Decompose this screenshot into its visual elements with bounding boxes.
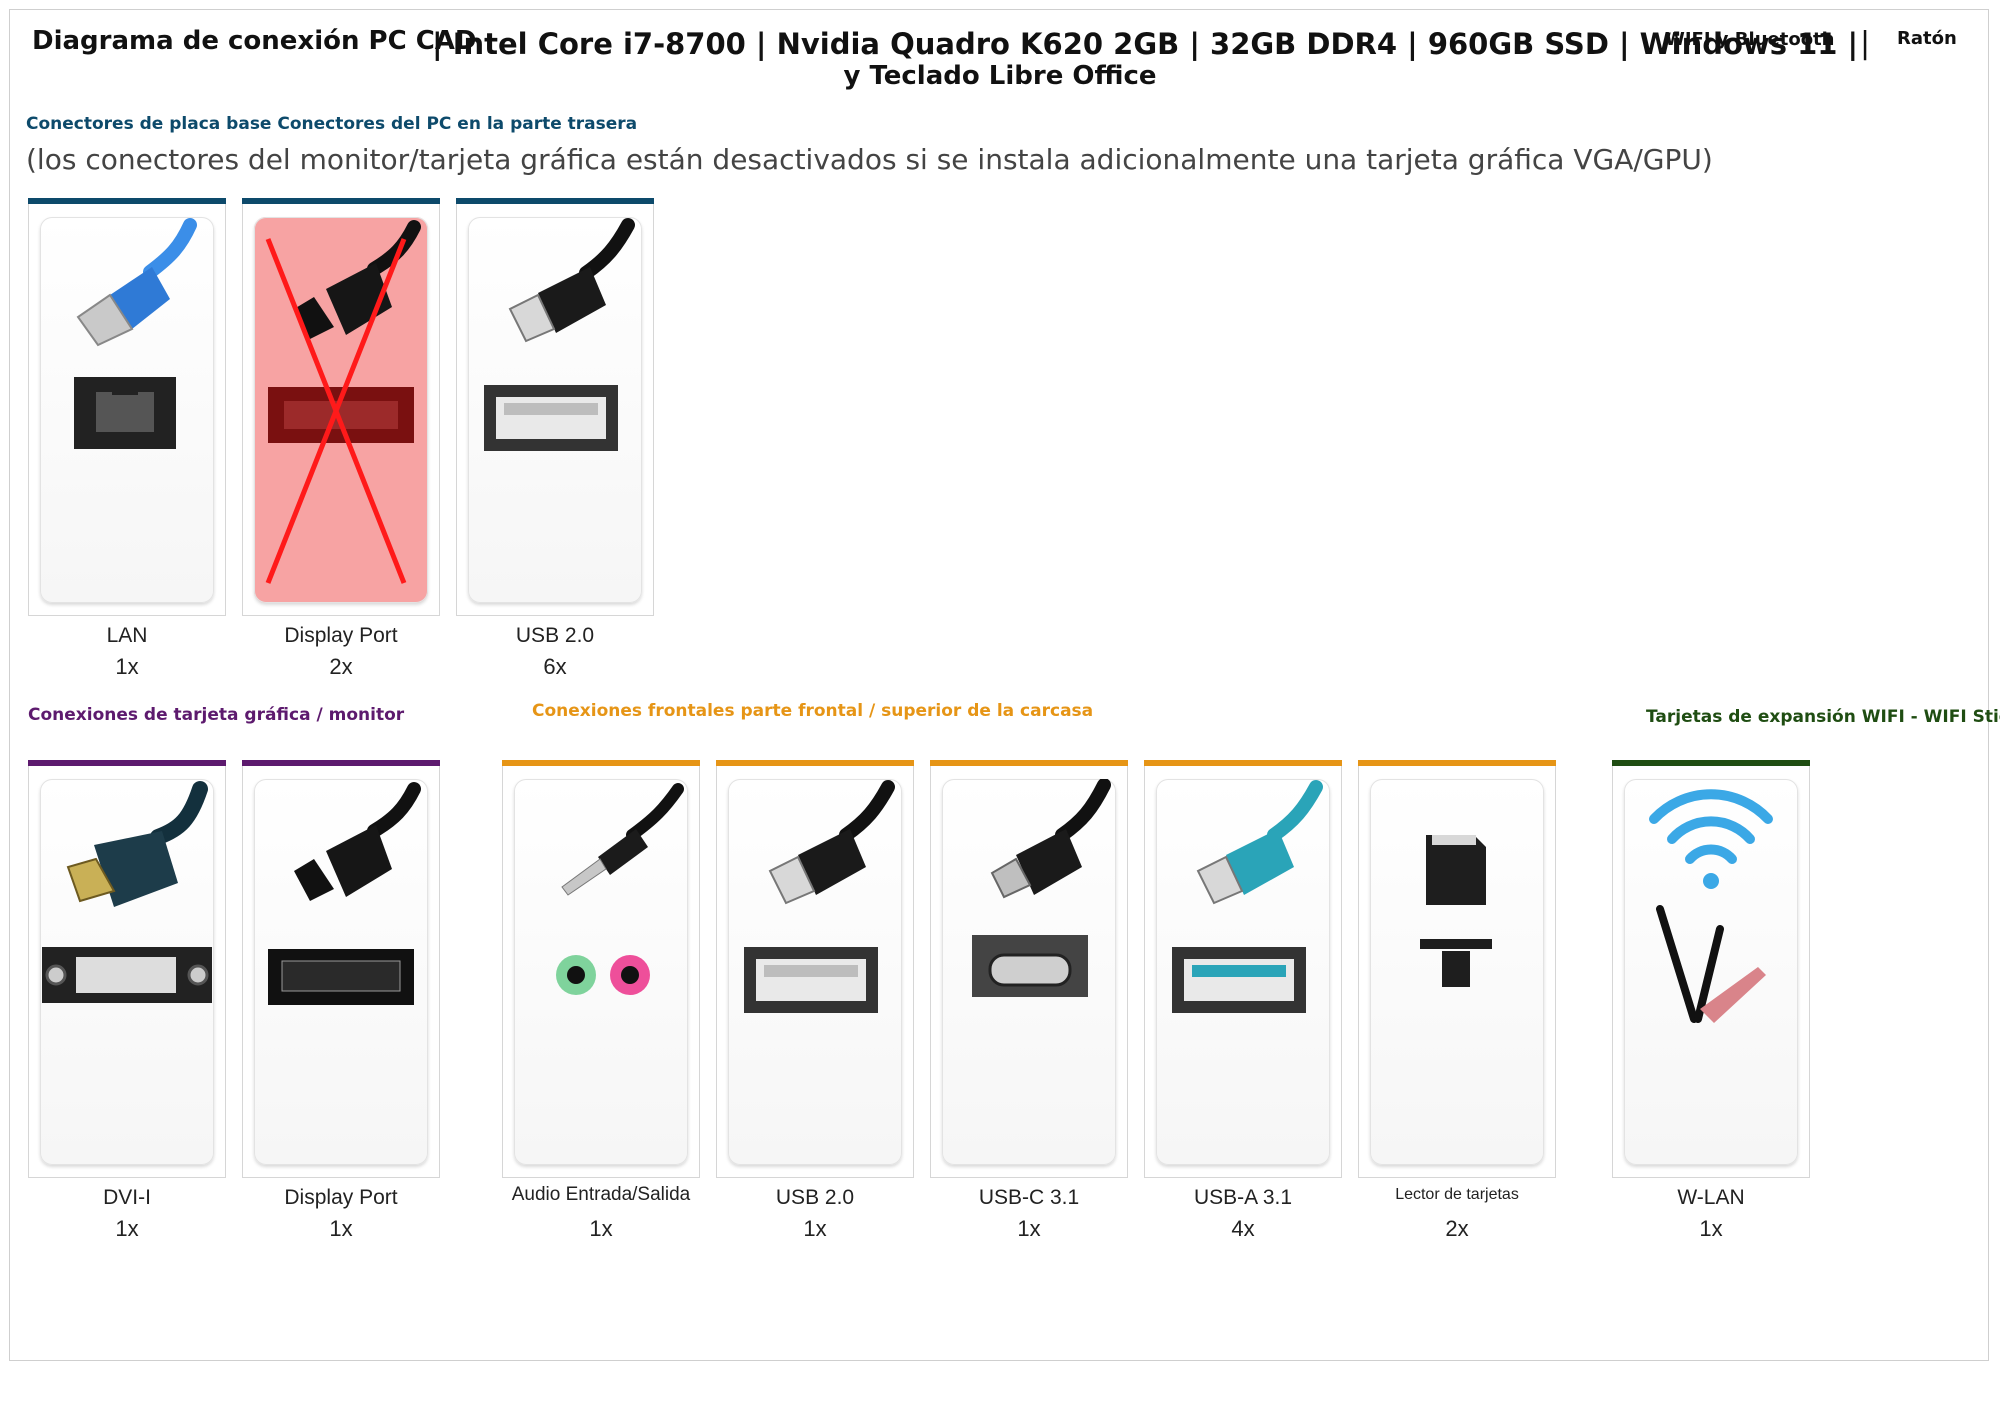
connector-count-usba31: 4x [1231,1216,1255,1241]
connector-label-cardreader: Lector de tarjetas [1395,1186,1519,1203]
connector-card-usb2-motherboard [456,198,654,616]
diagram-frame [9,9,1989,1361]
connector-card-usbc [930,760,1128,1178]
card-color-bar [502,760,700,766]
sd-card-icon [1420,835,1492,987]
usb-c-cable-icon [972,779,1111,997]
connector-label-lan: LAN [106,624,148,647]
connector-count-audio: 1x [589,1216,613,1241]
connector-count-usb2-front: 1x [803,1216,827,1241]
card-color-bar [1144,760,1342,766]
connector-label-dvi: DVI-I [103,1186,151,1209]
section-motherboard-note: (los conectores del monitor/tarjeta gráf… [26,143,1713,176]
card-color-bar [716,760,914,766]
connector-count-displayport-gpu: 1x [329,1216,353,1241]
header-separator: | [1860,26,1871,61]
usb-a-cable-icon [484,218,635,451]
connector-card-usb2-front [716,760,914,1178]
connector-label-usba31: USB-A 3.1 [1193,1186,1293,1209]
connector-card-cardreader [1358,760,1556,1178]
audio-jack-icon [556,783,684,995]
card-color-bar [28,760,226,766]
connector-card-wlan [1612,760,1810,1178]
displayport-crossed-icon [265,220,421,584]
connector-count-lan: 1x [115,654,139,679]
specs-line-2: y Teclado Libre Office [843,61,1157,91]
displayport-cable-icon [268,782,421,1005]
section-expansion: Tarjetas de expansión WIFI - WIFI Stic [1646,707,2000,727]
section-front: Conexiones frontales parte frontal / sup… [532,701,1094,721]
usb-a-blue-cable-icon [1172,780,1323,1013]
card-color-bar [1358,760,1556,766]
connector-card-audio [502,760,700,1178]
card-color-bar [456,198,654,204]
mouse-label: Ratón [1897,28,1957,49]
connector-count-usbc: 1x [1017,1216,1041,1241]
card-color-bar [28,198,226,204]
card-color-bar [930,760,1128,766]
connector-card-lan [28,198,226,616]
connector-card-usba31 [1144,760,1342,1178]
dvi-cable-icon [42,781,212,1003]
connector-count-cardreader: 2x [1445,1216,1469,1241]
connector-label-usb2-motherboard: USB 2.0 [515,624,595,647]
card-color-bar [242,198,440,204]
usb-a-cable-icon [744,780,895,1013]
connector-label-displayport-gpu: Display Port [284,1186,398,1209]
wifi-bluetooth-label: WIFI y Bluetooth [1665,29,1835,50]
connector-count-usb2-motherboard: 6x [543,654,567,679]
connector-card-displayport-gpu [242,760,440,1178]
card-color-bar [242,760,440,766]
section-gpu: Conexiones de tarjeta gráfica / monitor [28,705,405,725]
section-motherboard: Conectores de placa base Conectores del … [26,114,638,134]
page-title: Diagrama de conexión PC CAD [32,26,477,56]
card-color-bar [1612,760,1810,766]
wifi-card-icon [1649,789,1773,1023]
connector-card-dvi [28,760,226,1178]
ethernet-cable-icon [74,218,197,449]
connector-label-usbc: USB-C 3.1 [978,1186,1080,1209]
connector-label-usb2-front: USB 2.0 [775,1186,855,1209]
connector-label-audio: Audio Entrada/Salida [511,1184,691,1205]
connector-count-wlan: 1x [1699,1216,1723,1241]
connector-count-dvi: 1x [115,1216,139,1241]
connector-card-displayport-motherboard [242,198,440,616]
connector-count-displayport-motherboard: 2x [329,654,353,679]
specs-line: | Intel Core i7-8700 | Nvidia Quadro K62… [432,27,1859,61]
connector-label-displayport-motherboard: Display Port [284,624,398,647]
connector-label-wlan: W-LAN [1677,1186,1745,1209]
